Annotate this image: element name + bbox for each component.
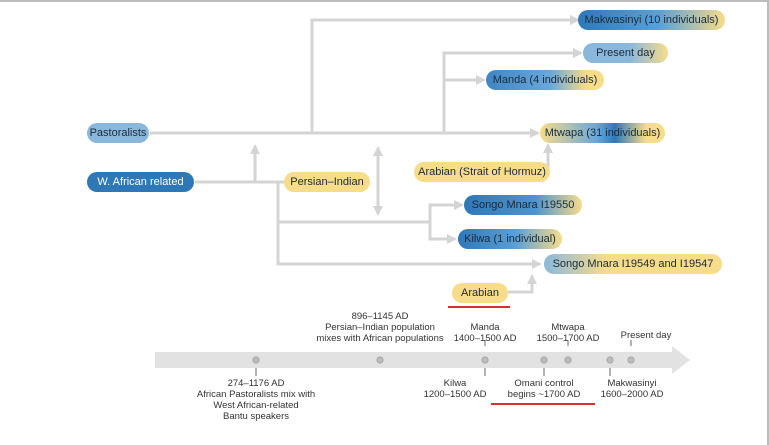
timeline-label-pastoralists-mix: 274–1176 AD African Pastoralists mix wit… (196, 378, 316, 422)
timeline-label-present-day: Present day (620, 330, 672, 341)
node-west-african: W. African related (87, 172, 194, 192)
timeline-label-kilwa: Kilwa 1200–1500 AD (423, 378, 487, 400)
timeline-label-persian-indian: 896–1145 AD Persian–Indian population mi… (316, 311, 444, 344)
node-persian-indian: Persian–Indian (284, 172, 370, 192)
timeline-label-mtwapa: Mtwapa 1500–1700 AD (536, 322, 600, 344)
node-manda: Manda (4 individuals) (486, 70, 604, 90)
node-present-day: Present day (583, 43, 668, 63)
arrow-to-manda (442, 75, 486, 133)
node-pastoralists: Pastoralists (87, 123, 149, 143)
timeline-bar (155, 346, 690, 374)
omani-highlight-underline (491, 403, 595, 405)
node-kilwa: Kilwa (1 individual) (458, 229, 562, 249)
arrow-to-present-day (442, 48, 583, 80)
top-border (0, 0, 769, 2)
arrow-to-songo-19549 (276, 182, 542, 269)
node-songo-19549: Songo Mnara I19549 and I19547 (544, 254, 722, 274)
timeline-ticks (255, 340, 632, 376)
right-border (767, 0, 769, 445)
arrow-arabian-to-songo (508, 274, 537, 294)
node-songo-19550: Songo Mnara I19550 (464, 195, 582, 215)
arrow-to-makwasinyi (310, 15, 580, 133)
timeline-label-makwasinyi: Makwasinyi 1600–2000 AD (600, 378, 664, 400)
arrow-to-kilwa (428, 222, 457, 244)
timeline-label-omani-control: Omani control begins ~1700 AD (507, 378, 581, 400)
node-mtwapa: Mtwapa (31 individuals) (540, 123, 665, 143)
node-arabian-hormuz: Arabian (Strait of Hormuz) (414, 162, 550, 182)
timeline-markers (252, 356, 635, 364)
arabian-highlight-underline (448, 306, 510, 308)
arrow-to-songo-19550 (428, 200, 464, 222)
timeline-label-manda: Manda 1400–1500 AD (453, 322, 517, 344)
node-makwasinyi: Makwasinyi (10 individuals) (578, 10, 725, 30)
node-arabian: Arabian (452, 283, 508, 303)
